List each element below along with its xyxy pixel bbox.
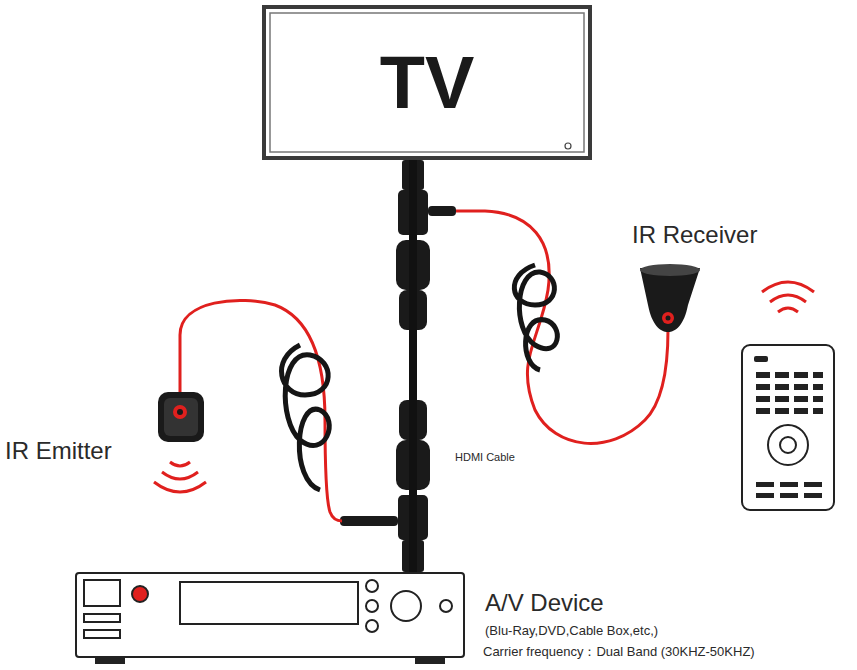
cable-coil <box>281 265 557 490</box>
part-label: IR Receiver <box>632 222 757 248</box>
av-device-box: A/V Device(Blu-Ray,DVD,Cable Box,etc,) <box>75 572 465 658</box>
ir-waves <box>154 462 206 492</box>
hdmi-cable <box>409 160 417 572</box>
tv-label: TV <box>380 42 475 123</box>
spec-note: Carrier frequency：Dual Band (30KHZ-50KHZ… <box>483 645 755 659</box>
device-examples: (Blu-Ray,DVD,Cable Box,etc,) <box>485 624 658 638</box>
part-label: IR Emitter <box>5 438 112 464</box>
device-name: A/V Device <box>485 590 604 616</box>
tv-screen <box>270 13 584 152</box>
ir-waves <box>762 282 814 312</box>
cable-label: HDMI Cable <box>453 451 517 463</box>
ir-receiver <box>640 264 700 332</box>
av-device-front <box>84 580 452 664</box>
remote-control <box>742 345 834 510</box>
hdmi-connectors <box>340 160 456 572</box>
tv-led <box>565 143 571 149</box>
ir-wire <box>180 211 668 521</box>
ir-emitter <box>158 392 204 442</box>
tv-box: TV <box>262 5 592 160</box>
